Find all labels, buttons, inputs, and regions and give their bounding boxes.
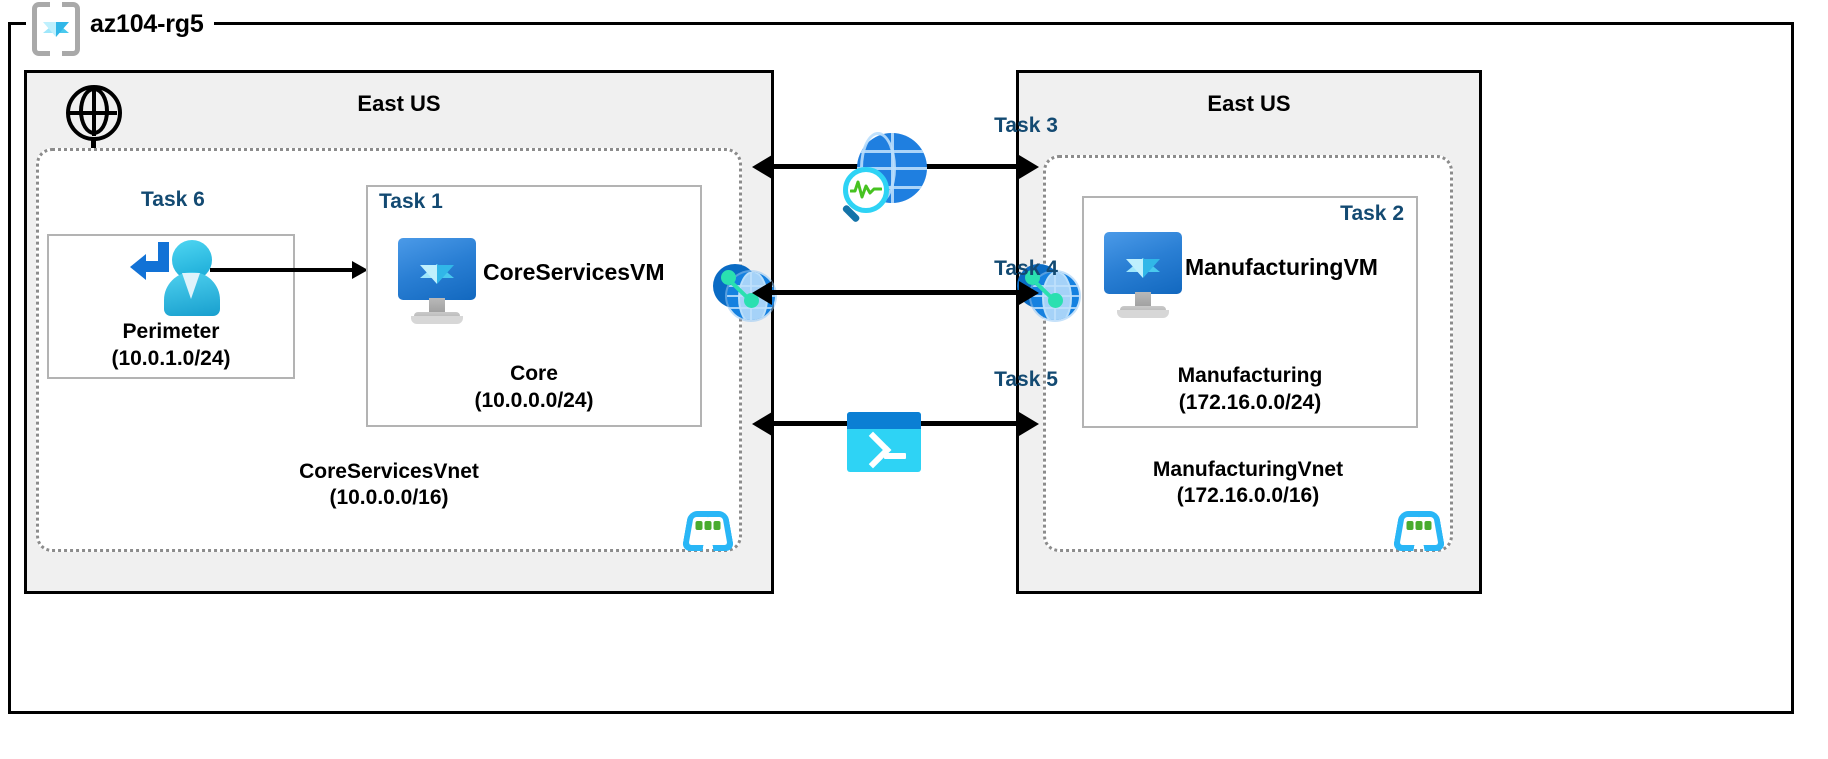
task-label-6: Task 6 xyxy=(141,188,205,211)
subnet-cidr: (172.16.0.0/24) xyxy=(1178,391,1322,415)
subnet-name: Perimeter xyxy=(122,320,220,343)
vnet-cidr: (172.16.0.0/16) xyxy=(1176,483,1320,507)
virtual-machine-icon-manufacturing xyxy=(1104,232,1182,320)
task3-arrow-right xyxy=(1019,155,1039,179)
connection-label-task-5: Task 5 xyxy=(994,368,1058,391)
subnet-label-perimeter: Perimeter (10.0.1.0/24) xyxy=(47,318,295,373)
vnet-subnet-code-icon xyxy=(1392,505,1446,551)
resource-group-frame xyxy=(8,22,1794,714)
subnet-label-core: Core (10.0.0.0/24) xyxy=(366,360,702,415)
subnet-name: Manufacturing xyxy=(1177,364,1323,387)
vnet-name: ManufacturingVnet xyxy=(1152,457,1344,481)
vnet-label-manufacturing: ManufacturingVnet (172.16.0.0/16) xyxy=(1046,457,1450,510)
connection-label-task-3: Task 3 xyxy=(994,114,1058,137)
waveform-glyph xyxy=(850,180,882,199)
task-label-1: Task 1 xyxy=(379,190,443,213)
task5-arrow-right xyxy=(1019,412,1039,436)
vnet-label-coreservices: CoreServicesVnet (10.0.0.0/16) xyxy=(39,459,739,512)
vnet-cidr: (10.0.0.0/16) xyxy=(329,485,449,509)
region-title-right: East US xyxy=(1207,91,1291,116)
subnet-cidr: (10.0.1.0/24) xyxy=(111,347,231,371)
task4-arrow-right xyxy=(1019,281,1039,305)
perimeter-to-core-line xyxy=(210,268,355,272)
task4-arrow-left xyxy=(752,281,772,305)
task-label-2: Task 2 xyxy=(1340,202,1404,225)
task4-connector-line xyxy=(772,290,1028,295)
perimeter-to-core-arrow-head xyxy=(352,261,368,279)
virtual-machine-icon-core xyxy=(398,238,476,326)
connection-label-task-4: Task 4 xyxy=(994,257,1058,280)
resource-group-name: az104-rg5 xyxy=(90,9,204,38)
azure-resource-group-cube-icon xyxy=(30,0,82,56)
cloud-shell-terminal-icon xyxy=(847,412,921,472)
vm-name-manufacturingvm: ManufacturingVM xyxy=(1185,254,1378,280)
task3-arrow-left xyxy=(752,155,772,179)
subnet-name: Core xyxy=(510,362,558,385)
resource-group-header: az104-rg5 xyxy=(26,0,214,56)
internet-globe-icon xyxy=(66,85,122,141)
vm-name-coreservicesvm: CoreServicesVM xyxy=(483,259,665,285)
subnet-box-core xyxy=(366,185,702,427)
user-route-redirect-icon xyxy=(124,240,220,316)
vnet-subnet-code-icon xyxy=(681,505,735,551)
vnet-name: CoreServicesVnet xyxy=(299,459,479,483)
subnet-label-manufacturing: Manufacturing (172.16.0.0/24) xyxy=(1082,362,1418,417)
region-title-left: East US xyxy=(357,91,441,116)
subnet-cidr: (10.0.0.0/24) xyxy=(474,389,594,413)
task5-arrow-left xyxy=(752,412,772,436)
network-watcher-icon xyxy=(841,132,929,224)
